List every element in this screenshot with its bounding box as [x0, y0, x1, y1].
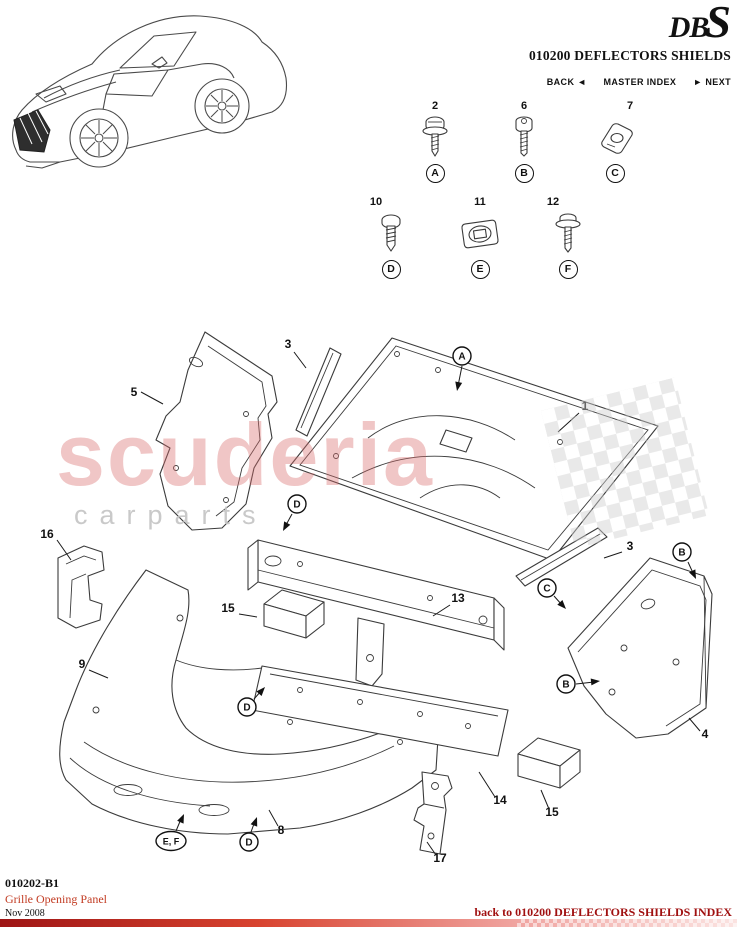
- part-label-15-upper: 15: [221, 601, 235, 615]
- fastener-letter-badge: F: [558, 260, 578, 279]
- callout-d1: D: [293, 500, 300, 511]
- header: DB S 010200 DEFLECTORS SHIELDS BACK ◄ MA…: [371, 0, 731, 87]
- screw-washer-icon: [422, 116, 448, 157]
- logo-s-text: S: [705, 0, 731, 47]
- fastener-letter-badge: E: [470, 260, 490, 279]
- part-label-16: 16: [40, 527, 54, 541]
- bottom-bar-checker: [517, 919, 737, 927]
- rear-wheel: [194, 78, 250, 134]
- part-label-15-lower: 15: [545, 805, 559, 819]
- callout-d3: D: [245, 838, 252, 849]
- callout-b2: B: [562, 680, 569, 691]
- part-label-5: 5: [131, 385, 138, 399]
- exploded-diagram: 5 3 1 16 3 13 15 9 4 14 15 8 17: [40, 331, 713, 865]
- fastener-letter-badge: B: [514, 164, 534, 183]
- part-labels: 5 3 1 16 3 13 15 9 4 14 15 8 17: [40, 337, 708, 865]
- part-17-bracket: [413, 771, 453, 855]
- fastener-letter-badge: C: [605, 164, 625, 183]
- bottom-accent-bar: [0, 919, 737, 927]
- fastener-letter-badge: D: [381, 260, 401, 279]
- car-illustration: [12, 15, 288, 169]
- part-label-17: 17: [433, 851, 447, 865]
- fastener-number: 6: [520, 100, 528, 112]
- fastener-number: 10: [369, 196, 383, 208]
- part-4-side-deflector: [567, 557, 713, 739]
- square-clip-icon: [461, 219, 499, 249]
- part-5-deflector-panel: [155, 331, 278, 531]
- screw-icon: [381, 214, 401, 252]
- fastener-item-b: 6 B: [492, 100, 556, 183]
- fastener-item-e: 11 E: [448, 196, 512, 279]
- bolt-icon: [515, 116, 533, 157]
- part-label-1: 1: [582, 399, 589, 413]
- part-label-4: 4: [702, 727, 709, 741]
- part-label-3-upper: 3: [285, 337, 292, 351]
- part-1-main-shield: [289, 337, 659, 561]
- fastener-number: 12: [546, 196, 560, 208]
- back-to-index-link[interactable]: back to 010200 DEFLECTORS SHIELDS INDEX: [474, 905, 732, 919]
- part-9-grille-opening-panel: [59, 569, 439, 835]
- part-label-8: 8: [278, 823, 285, 837]
- flanged-screw-icon: [555, 213, 581, 253]
- part-label-13: 13: [451, 591, 465, 605]
- fastener-item-a: 2 A: [403, 100, 467, 183]
- callout-d2: D: [243, 703, 250, 714]
- part-name: Grille Opening Panel: [5, 892, 107, 906]
- fastener-number: 7: [626, 100, 634, 112]
- nav-back-link[interactable]: BACK ◄: [546, 77, 587, 87]
- part-15-foam-block-upper: [263, 589, 325, 639]
- part-3-seal-strip-upper: [295, 347, 342, 437]
- dbs-logo: DB S: [371, 0, 731, 47]
- part-label-9: 9: [79, 657, 86, 671]
- part-14-undertray: [251, 665, 509, 757]
- part-16-bracket: [57, 545, 105, 629]
- page-title: 010200 DEFLECTORS SHIELDS: [528, 48, 731, 63]
- part-3-seal-strip-lower: [515, 527, 608, 587]
- callout-c: C: [543, 584, 550, 595]
- front-wheel: [69, 108, 129, 168]
- part-label-14: 14: [493, 793, 507, 807]
- header-nav: BACK ◄ MASTER INDEX ► NEXT: [371, 77, 731, 87]
- callout-b1: B: [678, 548, 685, 559]
- nav-next-link[interactable]: ► NEXT: [693, 77, 731, 87]
- fastener-number: 2: [431, 100, 439, 112]
- fastener-number: 11: [474, 196, 486, 208]
- fastener-item-f: 12 F: [536, 196, 600, 279]
- logo-db-text: DB: [668, 11, 710, 44]
- callout-ef: E, F: [163, 837, 180, 847]
- fastener-item-c: 7 C: [583, 100, 647, 183]
- fastener-item-d: 10 D: [359, 196, 423, 279]
- clip-nut-icon: [601, 123, 633, 154]
- grille-hatch: [13, 109, 51, 153]
- nav-master-index-link[interactable]: MASTER INDEX: [603, 77, 677, 87]
- fastener-letter-badge: A: [425, 164, 445, 183]
- document-date: Nov 2008: [5, 908, 45, 919]
- part-label-3-lower: 3: [627, 539, 634, 553]
- fastener-callouts: A D B C B D D: [155, 346, 696, 852]
- document-code: 010202-B1: [5, 876, 59, 890]
- part-15-foam-block-lower: [517, 737, 581, 789]
- callout-a: A: [458, 352, 465, 363]
